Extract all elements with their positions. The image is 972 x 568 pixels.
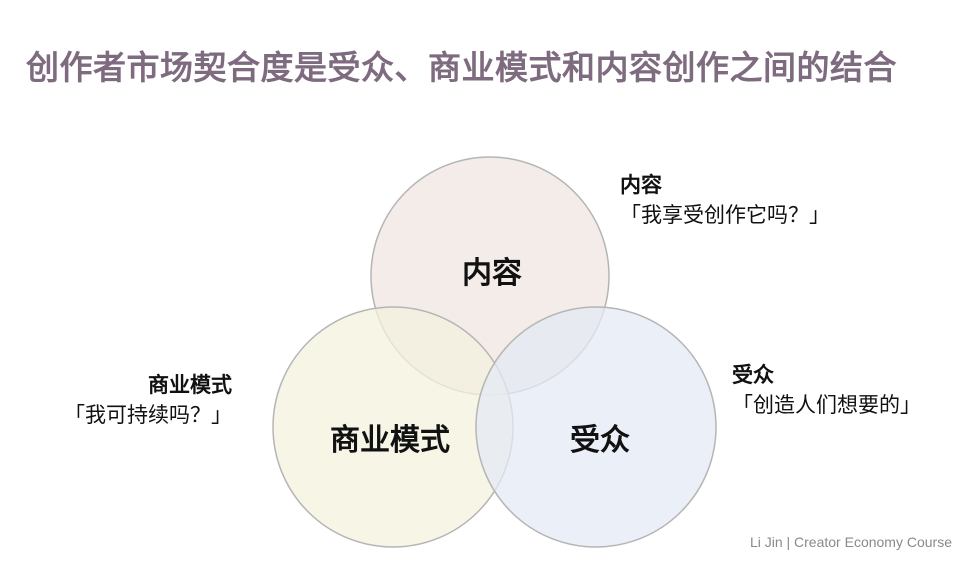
callout-audience: 受众 「创造人们想要的」	[732, 360, 921, 421]
footer-credit: Li Jin | Creator Economy Course	[749, 534, 952, 550]
callout-audience-name: 受众	[732, 363, 774, 387]
circle-audience	[475, 306, 717, 548]
callout-business: 商业模式 「我可持续吗？」	[36, 370, 232, 431]
callout-content: 内容 「我享受创作它吗？」	[620, 170, 830, 231]
circle-content-label: 内容	[462, 256, 522, 291]
callout-audience-quote: 「创造人们想要的」	[732, 393, 921, 418]
callout-business-quote: 「我可持续吗？」	[64, 403, 232, 428]
callout-content-quote: 「我享受创作它吗？」	[620, 203, 830, 228]
callout-content-name: 内容	[620, 173, 662, 197]
page-title: 创作者市场契合度是受众、商业模式和内容创作之间的结合	[26, 48, 897, 87]
callout-business-name: 商业模式	[148, 373, 232, 397]
circle-audience-label: 受众	[570, 423, 630, 458]
circle-business-label: 商业模式	[330, 423, 450, 458]
